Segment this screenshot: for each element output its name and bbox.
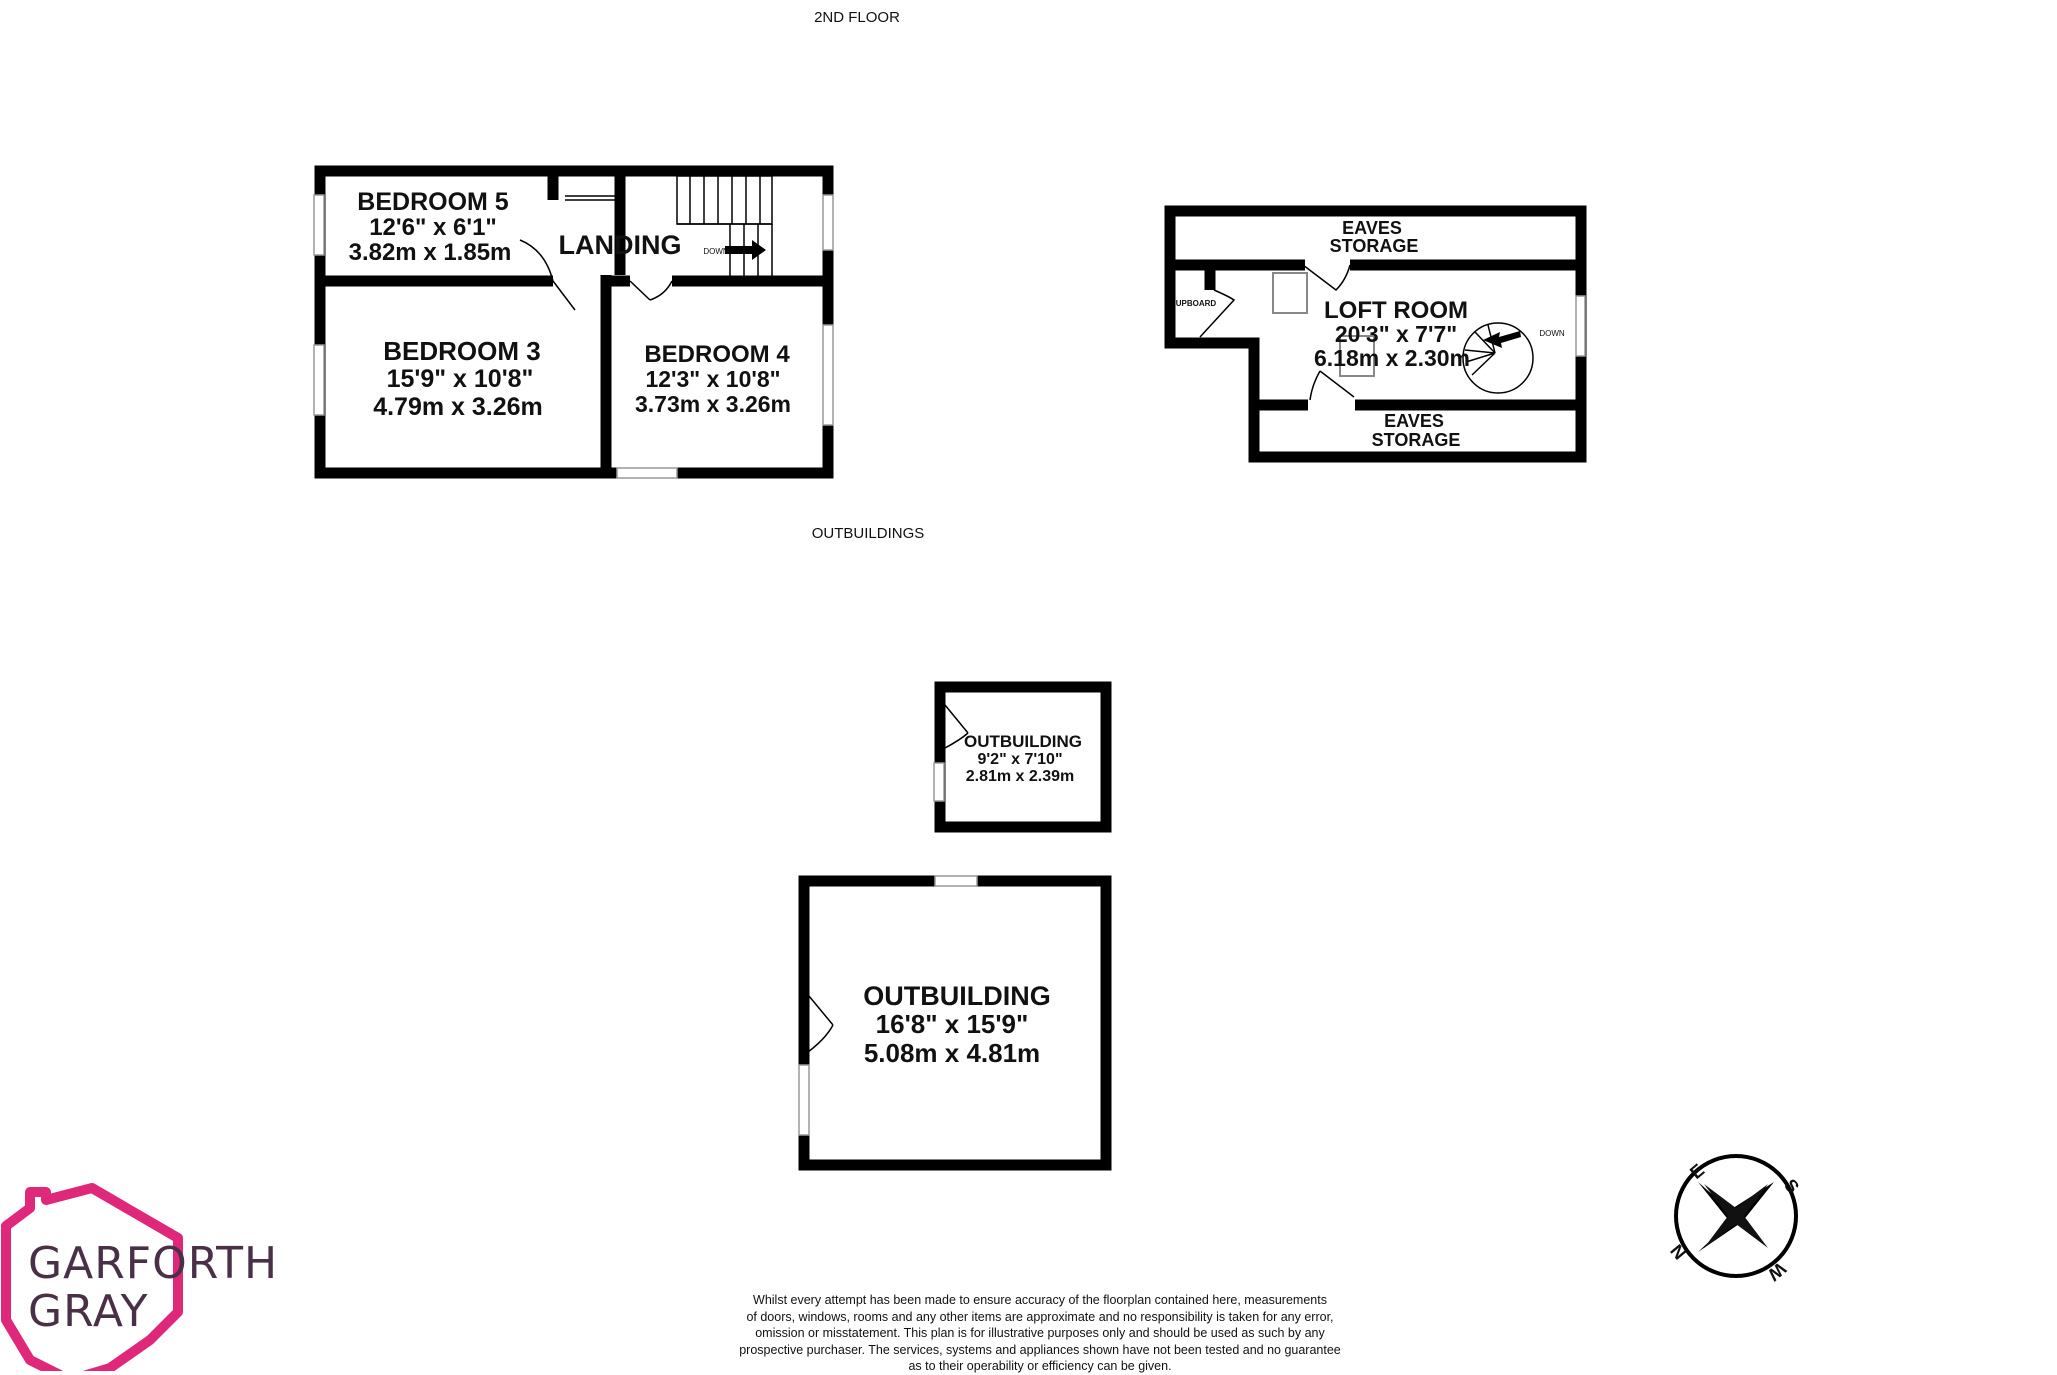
disclaimer-line: of doors, windows, rooms and any other i… (746, 1309, 1334, 1324)
logo: GARFORTH GRAY (28, 1240, 278, 1336)
logo-line2: GRAY (28, 1286, 149, 1337)
outbuilding-small-plan: OUTBUILDING 9'2" x 7'10" 2.81m x 2.39m (933, 681, 1112, 833)
eaves-top-line1: EAVES (1342, 218, 1402, 238)
stairs-down-label: DOWN (703, 247, 729, 256)
bedroom3-imperial: 15'9" x 10'8" (387, 365, 534, 393)
eaves-top-line2: STORAGE (1330, 236, 1419, 256)
second-floor-label: 2ND FLOOR (814, 9, 900, 26)
logo-line1: GARFORTH (28, 1238, 279, 1289)
disclaimer-line: as to their operability or efficiency ca… (908, 1359, 1172, 1373)
compass-icon: E S W N (1667, 1154, 1803, 1285)
staircase: DOWN (676, 175, 773, 276)
outbuilding-small-metric: 2.81m x 2.39m (966, 768, 1075, 785)
outbuilding-small-imperial: 9'2" x 7'10" (977, 751, 1062, 768)
outbuilding-large-imperial: 16'8" x 15'9" (876, 1009, 1029, 1039)
outbuilding-large-name: OUTBUILDING (863, 981, 1050, 1011)
bedroom4-metric: 3.73m x 3.26m (635, 391, 791, 417)
loft-name: LOFT ROOM (1324, 297, 1468, 324)
bedroom5-imperial: 12'6" x 6'1" (369, 214, 497, 241)
cupboard-name: UPBOARD (1176, 299, 1217, 308)
outbuilding-large-metric: 5.08m x 4.81m (864, 1038, 1040, 1068)
stair-arrow-icon (725, 240, 766, 260)
bedroom3-metric: 4.79m x 3.26m (373, 393, 543, 421)
outbuilding-small-name: OUTBUILDING (964, 732, 1082, 751)
bedroom4-name: BEDROOM 4 (644, 341, 790, 368)
disclaimer-line: Whilst every attempt has been made to en… (753, 1293, 1327, 1307)
bedroom5-metric: 3.82m x 1.85m (349, 239, 512, 266)
loft-stair-arrow-icon (1483, 331, 1521, 348)
bedroom3-name: BEDROOM 3 (383, 336, 540, 366)
disclaimer: Whilst every attempt has been made to en… (700, 1292, 1380, 1375)
loft-stairs-down-label: DOWN (1539, 329, 1565, 338)
landing-name: LANDING (559, 230, 682, 260)
disclaimer-line: prospective purchaser. The services, sys… (739, 1342, 1341, 1357)
disclaimer-line: omission or misstatement. This plan is f… (755, 1326, 1325, 1340)
compass-w: W (1764, 1258, 1790, 1284)
outbuildings-label: OUTBUILDINGS (812, 525, 925, 542)
bedroom5-name: BEDROOM 5 (357, 188, 509, 216)
loft-metric: 6.18m x 2.30m (1314, 345, 1470, 371)
outbuilding-large-plan: OUTBUILDING 16'8" x 15'9" 5.08m x 4.81m (798, 875, 1112, 1171)
eaves-bottom-line1: EAVES (1384, 411, 1444, 431)
bedroom4-imperial: 12'3" x 10'8" (645, 366, 780, 392)
second-floor-plan: DOWN BEDROOM 5 12'6" x 6'1" 3.82m x 1.85… (313, 165, 834, 479)
loft-plan: DOWN EAVES STORAGE UPBOARD LOFT ROOM 20'… (1164, 205, 1587, 463)
loft-imperial: 20'3" x 7'7" (1335, 321, 1457, 347)
compass-n: N (1667, 1240, 1691, 1263)
eaves-bottom-line2: STORAGE (1372, 430, 1461, 450)
logo-house-icon (1, 1183, 183, 1371)
